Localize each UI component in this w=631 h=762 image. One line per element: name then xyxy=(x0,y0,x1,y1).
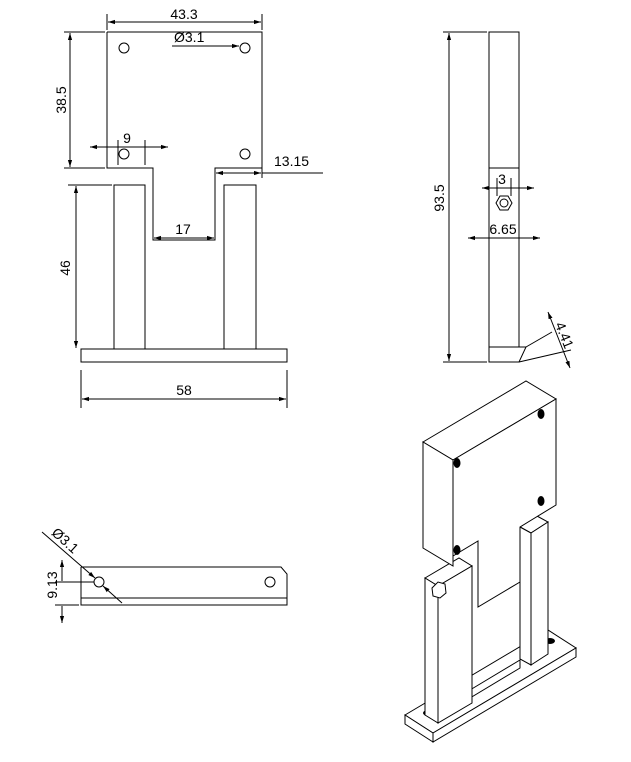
front-leg-right xyxy=(223,184,257,350)
front-plate-outline xyxy=(106,31,263,241)
dim-side-thickness: 3 xyxy=(498,171,506,187)
iso-front-leg-side xyxy=(437,565,473,724)
dim-nut-width: 6.65 xyxy=(489,221,516,237)
dim-front-width: 43.3 xyxy=(170,6,197,22)
bottom-base-outline xyxy=(80,566,288,606)
side-view: 93.5 3 6.65 4.41 xyxy=(431,31,577,369)
iso-back-leg-front xyxy=(519,526,532,666)
dim-slot-offset: 13.15 xyxy=(274,153,309,169)
dim-plate-height: 38.5 xyxy=(53,86,69,113)
nut-icon xyxy=(431,581,447,599)
front-view: 43.3 Ø3.1 38.5 9 13.15 17 46 58 xyxy=(53,6,323,408)
iso-base-side xyxy=(432,647,577,743)
iso-plate-hole-4 xyxy=(453,545,461,555)
dim-hole-offset: 9 xyxy=(123,130,131,146)
iso-plate-hole-2 xyxy=(537,409,545,419)
front-hole-bl xyxy=(118,148,130,160)
iso-plate-hole-1 xyxy=(453,458,461,468)
dim-chamfer: 4.41 xyxy=(552,319,577,350)
dim-leg-height: 46 xyxy=(57,260,73,276)
side-post-lower xyxy=(488,168,527,363)
bottom-hole-right xyxy=(264,576,276,588)
front-leg-left xyxy=(113,184,146,350)
dim-hole-diameter: Ø3.1 xyxy=(174,29,205,45)
iso-front-leg-front xyxy=(424,577,439,724)
bottom-view: Ø3.1 9.13 xyxy=(41,524,288,623)
isometric-view xyxy=(404,380,577,743)
bottom-hole-left xyxy=(93,576,105,588)
dim-side-height: 93.5 xyxy=(431,184,447,211)
front-hole-br xyxy=(239,148,251,160)
front-hole-tr xyxy=(239,42,251,54)
nut-icon xyxy=(495,195,513,211)
side-post-upper xyxy=(488,31,520,169)
iso-plate-hole-3 xyxy=(537,496,545,506)
iso-back-leg-side xyxy=(530,521,549,666)
dim-bottom-hole-offset: 9.13 xyxy=(44,571,60,598)
iso-plate-side xyxy=(452,398,557,608)
dim-slot-width: 17 xyxy=(175,221,191,237)
dim-base-width: 58 xyxy=(176,382,192,398)
front-hole-tl xyxy=(118,42,130,54)
iso-plate-front xyxy=(422,441,454,567)
front-base xyxy=(80,348,288,363)
